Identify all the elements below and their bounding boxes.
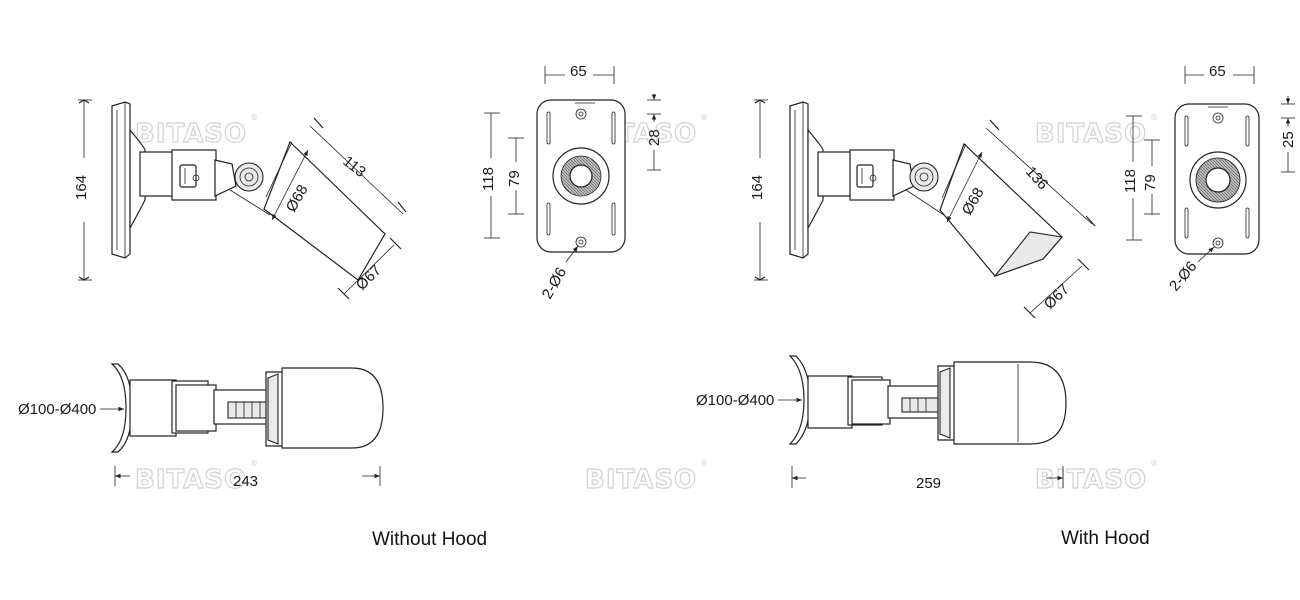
- dim-height: 164: [73, 175, 90, 200]
- dim-head-length-hood: 136: [1022, 163, 1051, 193]
- dim-length-hood: 259: [916, 475, 941, 492]
- back-plate-without-hood: 65 118 79 28: [480, 63, 663, 302]
- side-view-without-hood: 164 Ø68 113 Ø67: [73, 99, 407, 300]
- dim-hole-spacing-hood: 79: [1142, 174, 1159, 191]
- dim-plate-width-hood: 65: [1209, 63, 1226, 80]
- svg-text:BITASO: BITASO: [1035, 119, 1147, 149]
- watermark-group: BITASO ® BITASO ® BITASO ® BITASO ® BITA…: [134, 113, 1158, 496]
- dim-plate-height: 118: [480, 167, 497, 191]
- watermark-3: BITASO ®: [1034, 113, 1158, 150]
- dim-height-hood: 164: [749, 175, 766, 200]
- watermark-5: BITASO ®: [584, 459, 708, 496]
- svg-text:®: ®: [700, 113, 708, 122]
- svg-text:BITASO: BITASO: [135, 119, 247, 149]
- caption-with-hood: With Hood: [1061, 528, 1150, 549]
- dim-holes: 2-Ø6: [539, 265, 570, 302]
- watermark-6: BITASO ®: [1034, 459, 1158, 496]
- svg-text:®: ®: [250, 459, 258, 468]
- svg-text:BITASO: BITASO: [585, 465, 697, 495]
- dim-length: 243: [233, 473, 258, 490]
- svg-text:®: ®: [700, 459, 708, 468]
- dim-head-length: 113: [340, 153, 369, 181]
- dim-front-dia-hood: Ø67: [1041, 281, 1073, 313]
- svg-text:®: ®: [1150, 459, 1158, 468]
- dim-holes-hood: 2-Ø6: [1166, 258, 1200, 294]
- svg-text:®: ®: [1150, 113, 1158, 122]
- dim-top-offset: 28: [646, 129, 663, 146]
- svg-text:®: ®: [250, 113, 258, 122]
- caption-without-hood: Without Hood: [372, 529, 488, 550]
- side-view-with-hood: 164 Ø68 136 Ø67: [749, 99, 1096, 319]
- back-plate-with-hood: 65 118 79 25 2-Ø6: [1122, 63, 1297, 295]
- svg-text:BITASO: BITASO: [1035, 465, 1147, 495]
- top-view-without-hood: Ø100-Ø400 243: [18, 363, 384, 490]
- watermark-1: BITASO ®: [134, 113, 258, 150]
- dim-pole-range: Ø100-Ø400: [18, 401, 96, 418]
- watermark-4: BITASO ®: [134, 459, 258, 496]
- dim-hole-spacing: 79: [506, 170, 523, 187]
- svg-text:BITASO: BITASO: [135, 465, 247, 495]
- dim-plate-width: 65: [570, 63, 587, 80]
- dim-pole-range-hood: Ø100-Ø400: [696, 392, 774, 409]
- dim-plate-height-hood: 118: [1122, 169, 1139, 193]
- top-view-with-hood: Ø100-Ø400 259: [696, 355, 1067, 492]
- dim-top-offset-hood: 25: [1280, 131, 1297, 148]
